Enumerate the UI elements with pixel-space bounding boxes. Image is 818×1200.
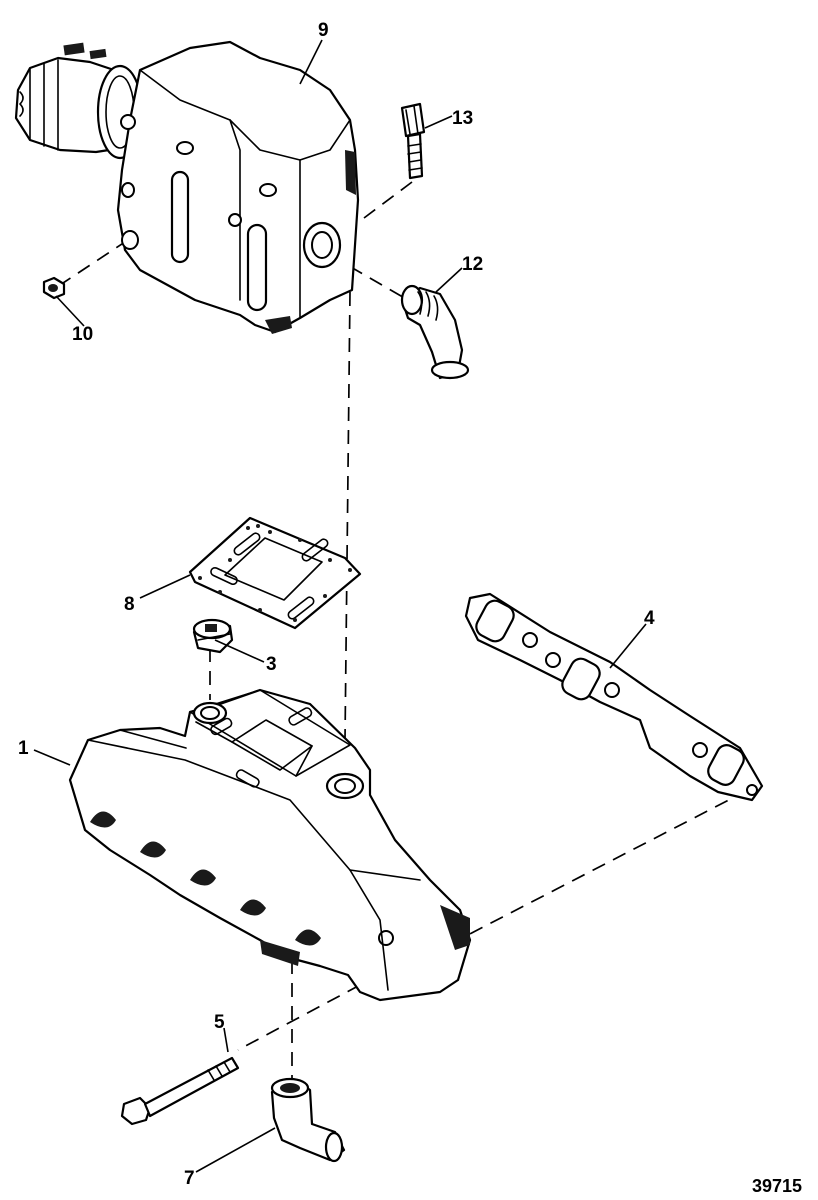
- exhaust-elbow: [14, 40, 360, 334]
- plug-3: [192, 618, 234, 654]
- callout-7: 7: [184, 1168, 195, 1189]
- hose-elbow-12: [400, 284, 470, 380]
- callout-9: 9: [318, 20, 329, 41]
- callout-4: 4: [644, 608, 655, 629]
- assembly-lines: [59, 181, 749, 1080]
- callout-3: 3: [266, 654, 277, 675]
- callout-5: 5: [214, 1012, 225, 1033]
- gasket-8: [188, 516, 362, 630]
- manifold-gasket-4: [464, 592, 764, 802]
- leader-lines: [33, 39, 647, 1173]
- bolt-13: [400, 102, 426, 180]
- figure-number: 39715: [752, 1176, 802, 1196]
- exhaust-manifold-1: [68, 688, 472, 1002]
- nut-10: [42, 276, 66, 300]
- drain-elbow-7: [270, 1077, 346, 1163]
- callout-1: 1: [18, 738, 29, 759]
- callout-labels: 9 13 12 10 8 3 4 1 5 7 39715: [18, 20, 802, 1196]
- callout-13: 13: [452, 108, 473, 129]
- callout-12: 12: [462, 254, 483, 275]
- bolt-5: [120, 1056, 240, 1126]
- callout-10: 10: [72, 324, 93, 345]
- callout-8: 8: [124, 594, 135, 615]
